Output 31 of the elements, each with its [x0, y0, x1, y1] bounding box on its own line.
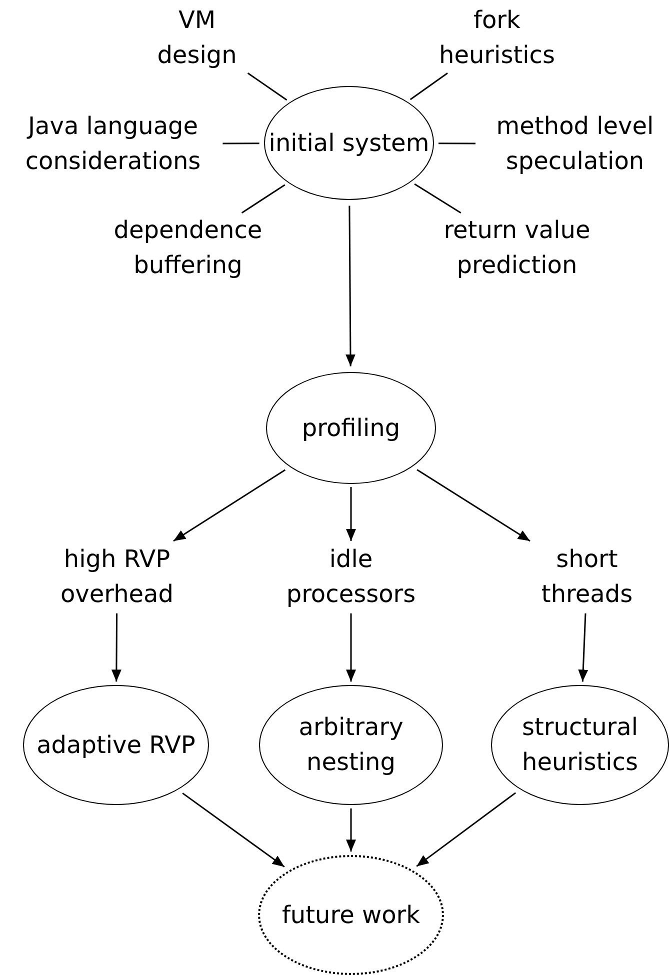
arrow: [578, 613, 588, 682]
arrow: [346, 486, 356, 542]
arrow: [346, 613, 356, 682]
node-label: short threads: [527, 544, 647, 610]
arrow: [416, 792, 516, 867]
arrow: [345, 206, 356, 366]
process-ellipse: adaptive RVP: [23, 685, 209, 805]
arrow: [346, 808, 356, 852]
connector-line: [247, 72, 288, 101]
dotted-ellipse: future work: [258, 855, 444, 975]
node-label: return value prediction: [427, 215, 607, 281]
node-label: fork heuristics: [422, 5, 572, 71]
node-label: dependence buffering: [98, 215, 278, 281]
arrow: [416, 469, 530, 542]
process-ellipse: initial system: [264, 86, 434, 200]
connector-line: [438, 142, 476, 144]
arrow: [173, 469, 286, 542]
arrow: [111, 613, 122, 682]
connector-line: [414, 183, 462, 214]
node-label: method level speculation: [480, 111, 670, 177]
node-label: VM design: [142, 5, 252, 71]
node-label: idle processors: [271, 544, 431, 610]
node-label: Java language considerations: [8, 111, 218, 177]
process-ellipse: structural heuristics: [491, 685, 669, 805]
process-ellipse: profiling: [266, 372, 436, 484]
connector-line: [410, 72, 448, 100]
node-label: high RVP overhead: [42, 544, 192, 610]
connector-line: [241, 184, 286, 214]
arrow: [182, 792, 285, 868]
process-ellipse: arbitrary nesting: [259, 685, 443, 805]
connector-line: [222, 142, 260, 144]
